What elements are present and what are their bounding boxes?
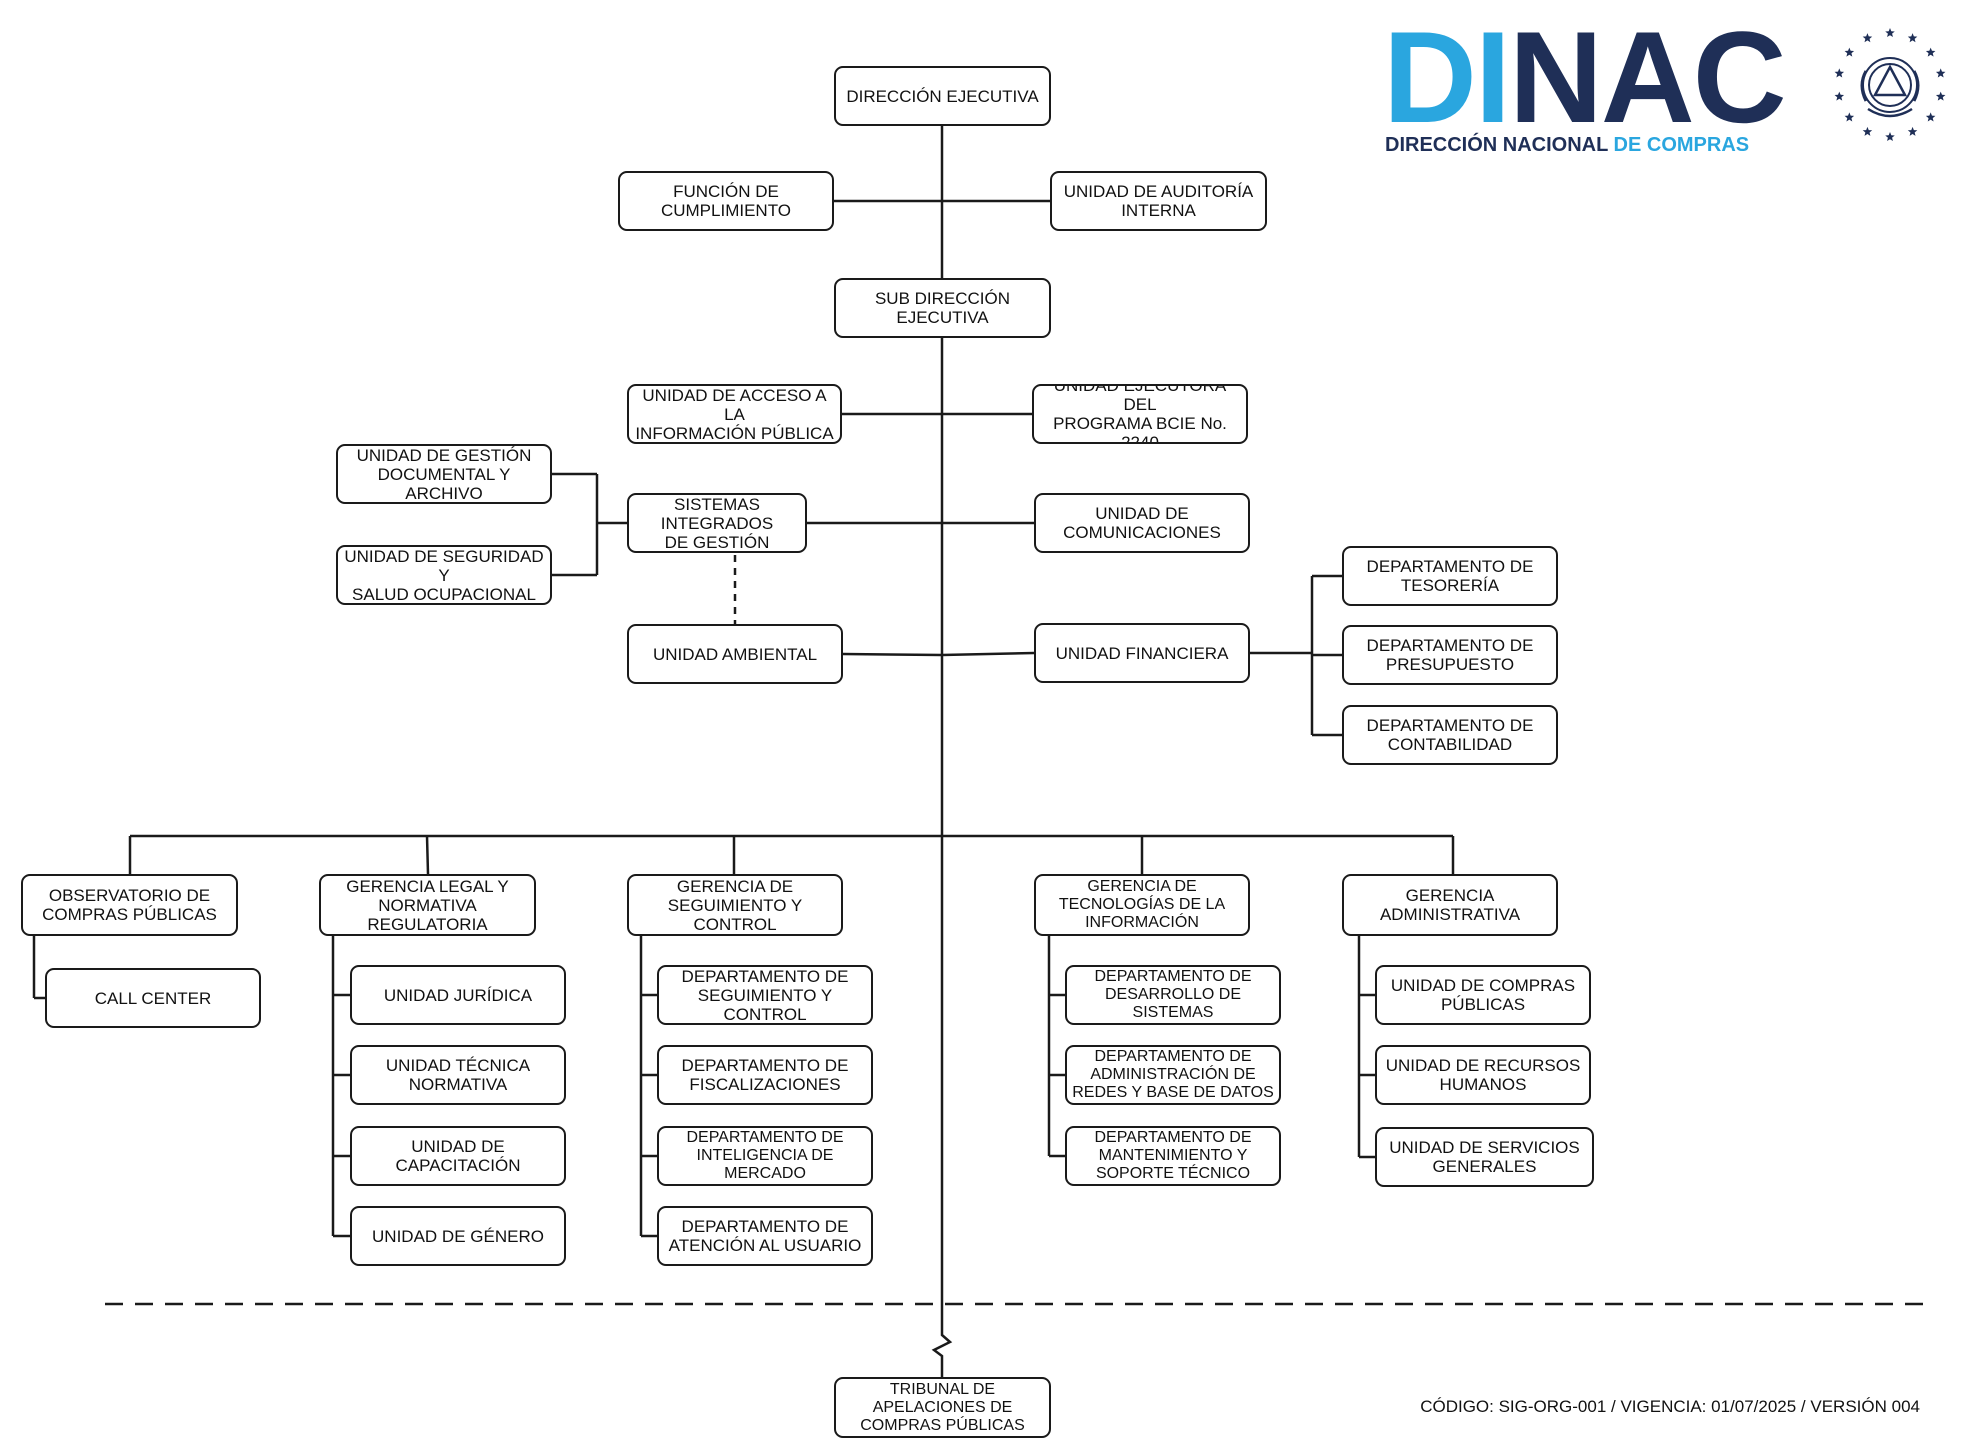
seal-star-icon <box>1885 132 1895 142</box>
unit-bcie: UNIDAD EJECUTORA DEL PROGRAMA BCIE No. 2… <box>1032 384 1248 444</box>
unit-call-center: CALL CENTER <box>45 968 261 1028</box>
seal-star-icon <box>1907 33 1918 43</box>
unit-direccion-ejecutiva: DIRECCIÓN EJECUTIVA <box>834 66 1051 126</box>
unit-gerencia-administrativa: GERENCIA ADMINISTRATIVA <box>1342 874 1558 936</box>
unit-juridica: UNIDAD JURÍDICA <box>350 965 566 1025</box>
unit-redes-base-datos: DEPARTAMENTO DE ADMINISTRACIÓN DE REDES … <box>1065 1045 1281 1105</box>
unit-tesoreria: DEPARTAMENTO DE TESORERÍA <box>1342 546 1558 606</box>
seal-star-icon <box>1862 126 1873 136</box>
seal-star-icon <box>1907 126 1918 136</box>
unit-observatorio: OBSERVATORIO DE COMPRAS PÚBLICAS <box>21 874 238 936</box>
unit-genero: UNIDAD DE GÉNERO <box>350 1206 566 1266</box>
unit-fiscalizaciones: DEPARTAMENTO DE FISCALIZACIONES <box>657 1045 873 1105</box>
logo-di-text: DI <box>1383 4 1511 150</box>
seal-star-icon <box>1935 68 1946 78</box>
unit-tribunal-apelaciones: TRIBUNAL DE APELACIONES DE COMPRAS PÚBLI… <box>834 1377 1051 1438</box>
unit-sistemas-integrados: SISTEMAS INTEGRADOS DE GESTIÓN <box>627 493 807 553</box>
dinac-logo: DINAC <box>1383 12 1803 142</box>
seal-star-icon <box>1844 112 1855 122</box>
seal-star-icon <box>1925 112 1936 122</box>
unit-atencion-usuario: DEPARTAMENTO DE ATENCIÓN AL USUARIO <box>657 1206 873 1266</box>
unit-financiera: UNIDAD FINANCIERA <box>1034 623 1250 683</box>
seal-star-icon <box>1885 28 1895 38</box>
unit-acceso-informacion: UNIDAD DE ACCESO A LA INFORMACIÓN PÚBLIC… <box>627 384 842 444</box>
unit-tecnica-normativa: UNIDAD TÉCNICA NORMATIVA <box>350 1045 566 1105</box>
unit-compras-publicas: UNIDAD DE COMPRAS PÚBLICAS <box>1375 965 1591 1025</box>
coat-of-arms-icon <box>1834 28 1946 142</box>
logo-subtitle: DIRECCIÓN NACIONAL DE COMPRAS <box>1385 133 1805 157</box>
logo-nac-text: NAC <box>1509 4 1787 150</box>
seal-star-icon <box>1925 47 1936 57</box>
unit-capacitacion: UNIDAD DE CAPACITACIÓN <box>350 1126 566 1186</box>
unit-gerencia-seguimiento: GERENCIA DE SEGUIMIENTO Y CONTROL <box>627 874 843 936</box>
unit-gerencia-legal: GERENCIA LEGAL Y NORMATIVA REGULATORIA <box>319 874 536 936</box>
seal-star-icon <box>1834 91 1845 101</box>
unit-recursos-humanos: UNIDAD DE RECURSOS HUMANOS <box>1375 1045 1591 1105</box>
unit-sub-direccion-ejecutiva: SUB DIRECCIÓN EJECUTIVA <box>834 278 1051 338</box>
unit-desarrollo-sistemas: DEPARTAMENTO DE DESARROLLO DE SISTEMAS <box>1065 965 1281 1025</box>
seal-star-icon <box>1834 68 1845 78</box>
unit-inteligencia-mercado: DEPARTAMENTO DE INTELIGENCIA DE MERCADO <box>657 1126 873 1186</box>
logo-subtitle-part-b: DE COMPRAS <box>1613 134 1750 156</box>
unit-gerencia-tecnologias: GERENCIA DE TECNOLOGÍAS DE LA INFORMACIÓ… <box>1034 874 1250 936</box>
unit-dep-seguimiento: DEPARTAMENTO DE SEGUIMIENTO Y CONTROL <box>657 965 873 1025</box>
logo-subtitle-part-a: DIRECCIÓN NACIONAL <box>1385 134 1614 156</box>
unit-ambiental: UNIDAD AMBIENTAL <box>627 624 843 684</box>
unit-seguridad-salud: UNIDAD DE SEGURIDAD Y SALUD OCUPACIONAL <box>336 545 552 605</box>
unit-mantenimiento-soporte: DEPARTAMENTO DE MANTENIMIENTO Y SOPORTE … <box>1065 1126 1281 1186</box>
seal-star-icon <box>1935 91 1946 101</box>
unit-comunicaciones: UNIDAD DE COMUNICACIONES <box>1034 493 1250 553</box>
unit-gestion-documental: UNIDAD DE GESTIÓN DOCUMENTAL Y ARCHIVO <box>336 444 552 504</box>
unit-contabilidad: DEPARTAMENTO DE CONTABILIDAD <box>1342 705 1558 765</box>
seal-star-icon <box>1862 33 1873 43</box>
seal-star-icon <box>1844 47 1855 57</box>
unit-presupuesto: DEPARTAMENTO DE PRESUPUESTO <box>1342 625 1558 685</box>
unit-auditoria-interna: UNIDAD DE AUDITORÍA INTERNA <box>1050 171 1267 231</box>
unit-servicios-generales: UNIDAD DE SERVICIOS GENERALES <box>1375 1127 1594 1187</box>
document-code: CÓDIGO: SIG-ORG-001 / VIGENCIA: 01/07/20… <box>1420 1397 1920 1416</box>
unit-funcion-cumplimiento: FUNCIÓN DE CUMPLIMIENTO <box>618 171 834 231</box>
